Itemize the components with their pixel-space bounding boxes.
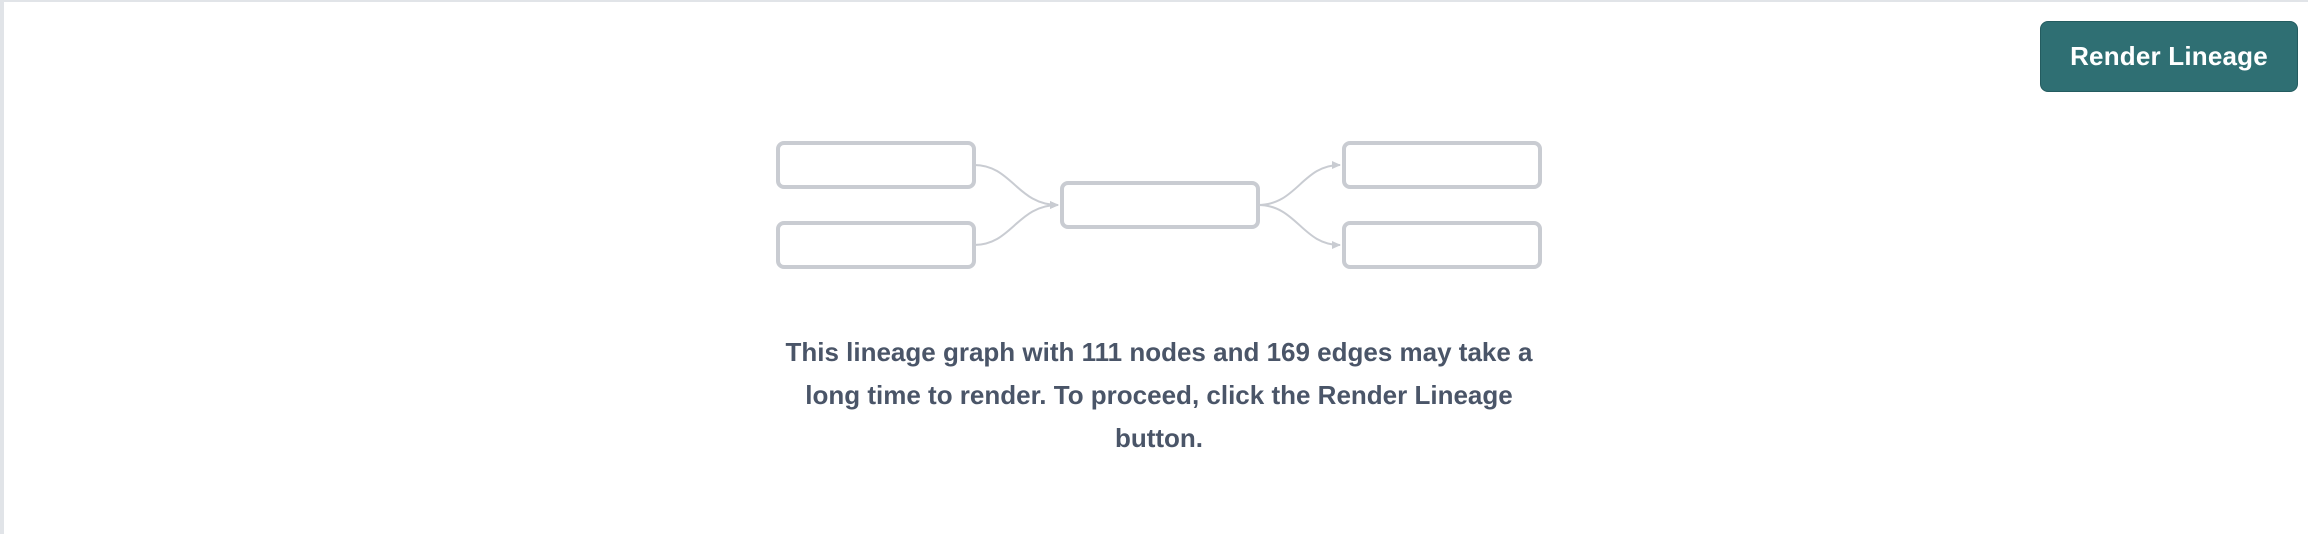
lineage-placeholder-graph-icon	[776, 141, 1542, 269]
placeholder-edge-left-bottom	[973, 201, 1059, 246]
render-lineage-button[interactable]: Render Lineage	[2040, 21, 2298, 92]
placeholder-edge-right-bottom	[1257, 204, 1341, 249]
placeholder-node-center	[1060, 181, 1260, 229]
placeholder-node-right-bottom	[1342, 221, 1542, 269]
placeholder-node-right-top	[1342, 141, 1542, 189]
placeholder-node-left-top	[776, 141, 976, 189]
placeholder-edge-right-top	[1257, 161, 1341, 206]
render-warning-message: This lineage graph with 111 nodes and 16…	[785, 337, 1533, 453]
placeholder-node-left-bottom	[776, 221, 976, 269]
placeholder-edge-left-top	[973, 164, 1059, 209]
